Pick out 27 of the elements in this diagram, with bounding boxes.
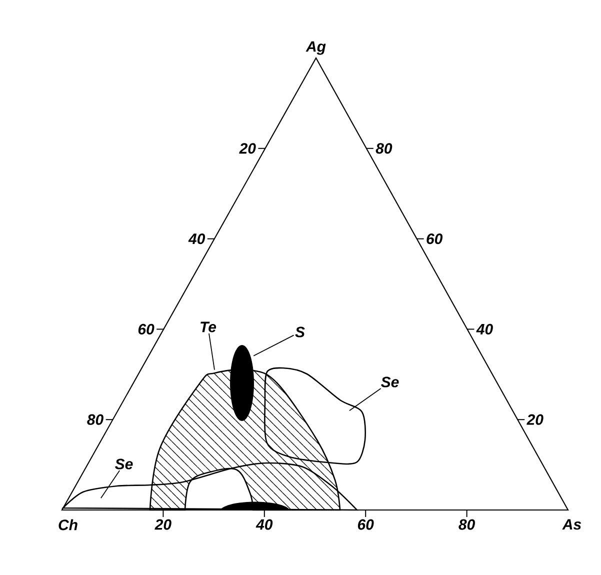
vertex-label: As — [562, 519, 582, 530]
tick-label: 20 — [526, 414, 544, 425]
tick-label: 60 — [358, 519, 374, 530]
tick-label: 80 — [376, 143, 392, 154]
outlined-region — [264, 367, 366, 465]
vertex-label: Ag — [306, 41, 326, 55]
filled-region — [220, 502, 290, 510]
tick-label: 40 — [476, 324, 493, 334]
tick-label: 40 — [188, 234, 206, 244]
tick-label: 80 — [87, 414, 104, 425]
leader-line — [208, 333, 215, 370]
tick-label: 40 — [256, 519, 273, 530]
leader-line — [253, 334, 294, 356]
tick-label: 20 — [154, 519, 172, 530]
leader-line — [349, 388, 382, 412]
filled-region — [230, 345, 254, 421]
leader-line — [100, 470, 120, 499]
region-label: S — [295, 326, 305, 338]
tick-label: 80 — [458, 519, 475, 530]
vertex-label: Ch — [58, 519, 78, 530]
region-label: Se — [381, 376, 399, 388]
tick-label: 20 — [239, 143, 256, 154]
region-label: Te — [200, 322, 216, 332]
tick-label: 60 — [426, 234, 443, 244]
tick-label: 60 — [138, 324, 154, 334]
hatched-region — [149, 368, 341, 511]
region-label: Se — [115, 458, 133, 470]
